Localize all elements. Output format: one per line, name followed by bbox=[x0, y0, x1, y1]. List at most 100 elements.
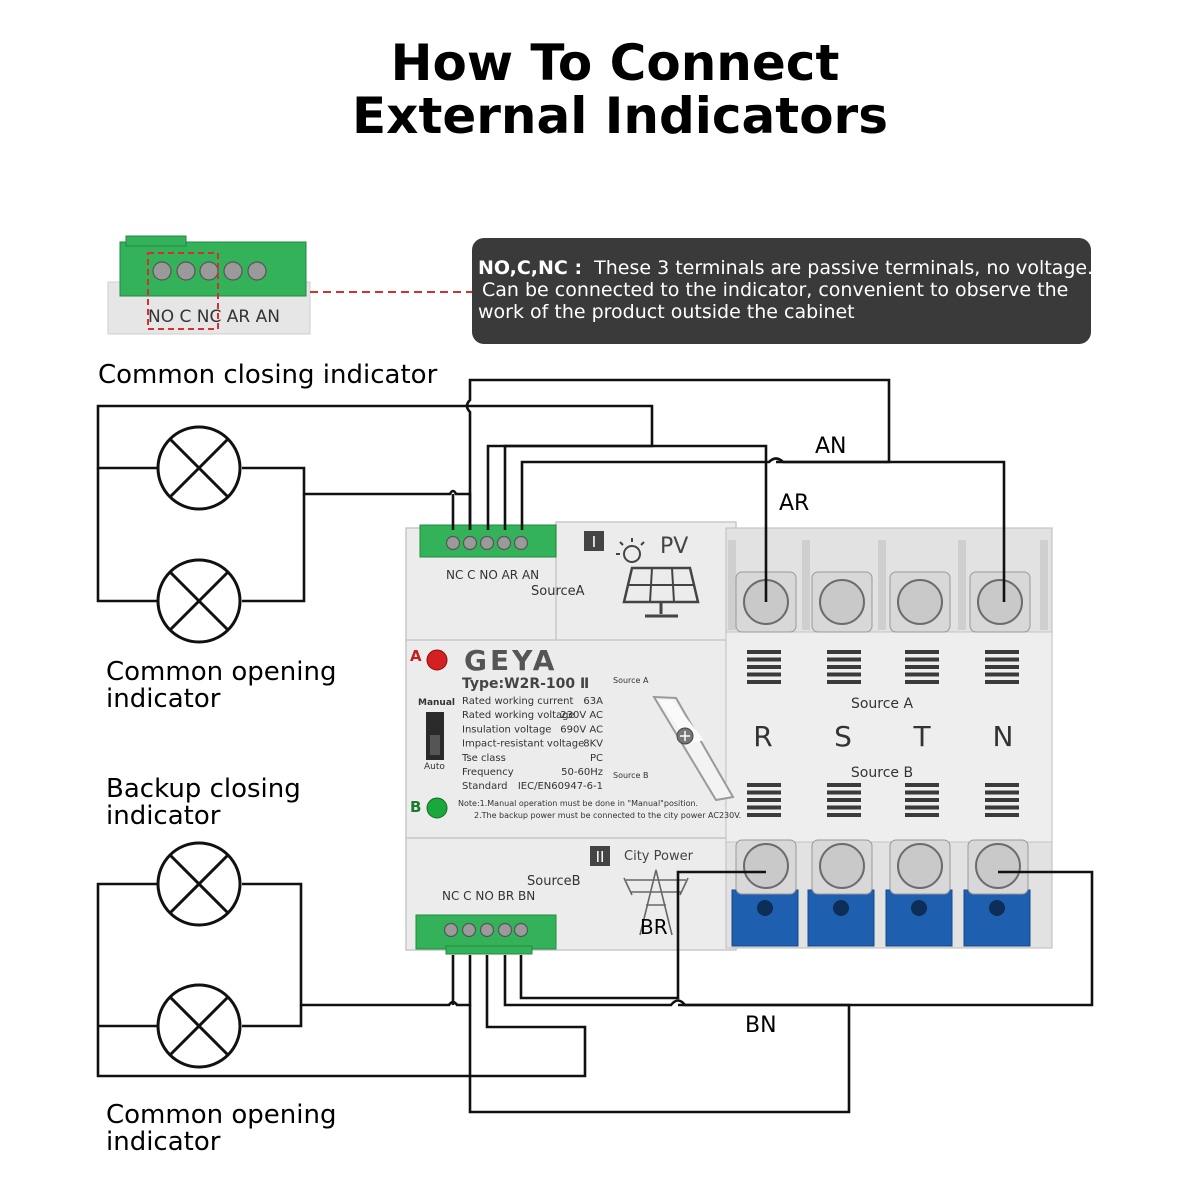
city-power-label: City Power bbox=[624, 849, 694, 864]
inset-screws bbox=[152, 261, 267, 281]
source-a-power-terminals bbox=[735, 571, 1031, 633]
vent-slot bbox=[905, 665, 939, 669]
spec-key: Frequency bbox=[462, 767, 514, 778]
vent-slot bbox=[827, 798, 861, 802]
rotary-selector-knob[interactable] bbox=[652, 695, 735, 802]
info-line-1: These 3 terminals are passive terminals,… bbox=[593, 257, 1093, 279]
spec-value: IEC/EN60947-6-1 bbox=[518, 781, 603, 792]
vent-slot bbox=[827, 805, 861, 810]
wire-opening-lamp-2b bbox=[242, 1005, 303, 1028]
vent-slot bbox=[827, 783, 861, 787]
led-a-label: A bbox=[410, 647, 422, 665]
spec-value: 690V AC bbox=[560, 724, 603, 735]
vent-slot bbox=[747, 672, 781, 677]
phase-t: T bbox=[912, 720, 931, 753]
vent-slot bbox=[747, 657, 781, 662]
svg-text:NO,C,NC : These 3 termin: NO,C,NC : These 3 terminals are passive … bbox=[478, 257, 1093, 279]
spec-key: Rated working current bbox=[462, 696, 573, 707]
vent-slot bbox=[747, 650, 781, 654]
label-common-opening-2b: indicator bbox=[106, 1127, 221, 1157]
vent-slot bbox=[905, 790, 939, 795]
wire-an bbox=[465, 378, 891, 530]
solar-panel-icon bbox=[616, 538, 700, 618]
spec-value: 50-60Hz bbox=[561, 767, 603, 778]
vent-slot bbox=[747, 783, 781, 787]
wire-ar bbox=[503, 444, 768, 602]
lamp-common-opening-1 bbox=[156, 558, 242, 644]
vent-slot bbox=[747, 665, 781, 669]
device-type: Type:W2R-100 Ⅱ bbox=[462, 676, 589, 692]
info-callout: NO,C,NC : These 3 terminals are passive … bbox=[472, 238, 1093, 344]
info-line-3: work of the product outside the cabinet bbox=[478, 301, 855, 323]
manual-label: Manual bbox=[418, 698, 455, 708]
pv-label: PV bbox=[660, 534, 688, 559]
note-line-1: Note:1.Manual operation must be done in … bbox=[458, 799, 698, 808]
vent-slot bbox=[827, 657, 861, 662]
vent-slot bbox=[747, 790, 781, 795]
title-line-1: How To Connect bbox=[391, 34, 840, 92]
spec-key: Rated working voltage bbox=[462, 710, 575, 721]
wire-bn-to-n bbox=[678, 870, 1094, 1007]
vent-slot bbox=[905, 813, 939, 817]
wire-br bbox=[519, 870, 766, 1000]
vent-slot bbox=[985, 665, 1019, 669]
wire-label-an: AN bbox=[815, 434, 847, 459]
knob-source-a-label: Source A bbox=[613, 676, 649, 685]
vents-upper bbox=[747, 650, 1019, 817]
phase-n: N bbox=[993, 720, 1014, 753]
vent-slot bbox=[905, 657, 939, 662]
power-tower-icon bbox=[623, 869, 689, 936]
vent-slot bbox=[985, 790, 1019, 795]
spec-value: 230V AC bbox=[560, 710, 603, 721]
wire-label-br: BR bbox=[640, 915, 668, 939]
svg-text:I: I bbox=[592, 533, 596, 551]
note-line-2: 2.The backup power must be connected to … bbox=[474, 811, 741, 820]
led-a-red bbox=[426, 649, 448, 671]
info-line-2: Can be connected to the indicator, conve… bbox=[482, 279, 1068, 301]
lamp-backup-closing bbox=[156, 841, 242, 927]
wire-backup-closing bbox=[96, 882, 587, 1078]
label-backup-closing-b: indicator bbox=[106, 801, 221, 831]
label-common-opening-2a: Common opening bbox=[106, 1100, 336, 1130]
brand-logo: GEYA bbox=[464, 644, 557, 677]
top-terminal-labels: NC C NO AR AN bbox=[446, 568, 539, 582]
source-a-small-label: SourceA bbox=[531, 584, 585, 599]
vent-slot bbox=[985, 798, 1019, 802]
city-roman-badge bbox=[590, 846, 610, 866]
knob-source-b-label: Source B bbox=[613, 771, 649, 780]
vent-slot bbox=[747, 813, 781, 817]
spec-table: Rated working current 63A Rated working vo… bbox=[461, 696, 603, 792]
label-common-closing: Common closing indicator bbox=[98, 360, 438, 390]
wire-label-bn: BN bbox=[745, 1013, 777, 1038]
source-a-pole-label: Source A bbox=[851, 696, 914, 712]
info-heading: NO,C,NC : bbox=[478, 257, 582, 279]
inset-terminal-labels: NO C NC AR AN bbox=[148, 307, 280, 327]
wire-bn bbox=[468, 955, 851, 1114]
auto-label: Auto bbox=[424, 762, 445, 772]
vent-slot bbox=[827, 672, 861, 677]
spec-value: 63A bbox=[583, 696, 603, 707]
lamp-common-closing bbox=[156, 425, 242, 511]
led-b-label: B bbox=[410, 798, 421, 816]
vent-slot bbox=[827, 813, 861, 817]
vent-slot bbox=[985, 680, 1019, 684]
source-b-small-label: SourceB bbox=[527, 874, 581, 889]
svg-text:II: II bbox=[596, 848, 605, 866]
source-b-power-terminals bbox=[731, 839, 1031, 947]
led-b-green bbox=[426, 797, 448, 819]
spec-key: Tse class bbox=[461, 753, 506, 764]
bottom-terminal-labels: NC C NO BR BN bbox=[442, 889, 535, 903]
title-line-2: External Indicators bbox=[352, 87, 888, 145]
vent-slot bbox=[747, 798, 781, 802]
inset-terminal-block: NO C NC AR AN bbox=[107, 235, 311, 335]
vent-slot bbox=[905, 798, 939, 802]
vent-slot bbox=[905, 672, 939, 677]
spec-key: Impact-resistant voltage bbox=[462, 739, 584, 750]
wire-closing-lamp-return bbox=[242, 466, 472, 530]
wire-label-ar: AR bbox=[779, 491, 809, 516]
lamp-common-opening-2 bbox=[156, 983, 242, 1069]
phase-r: R bbox=[753, 720, 772, 753]
vent-slot bbox=[747, 680, 781, 684]
